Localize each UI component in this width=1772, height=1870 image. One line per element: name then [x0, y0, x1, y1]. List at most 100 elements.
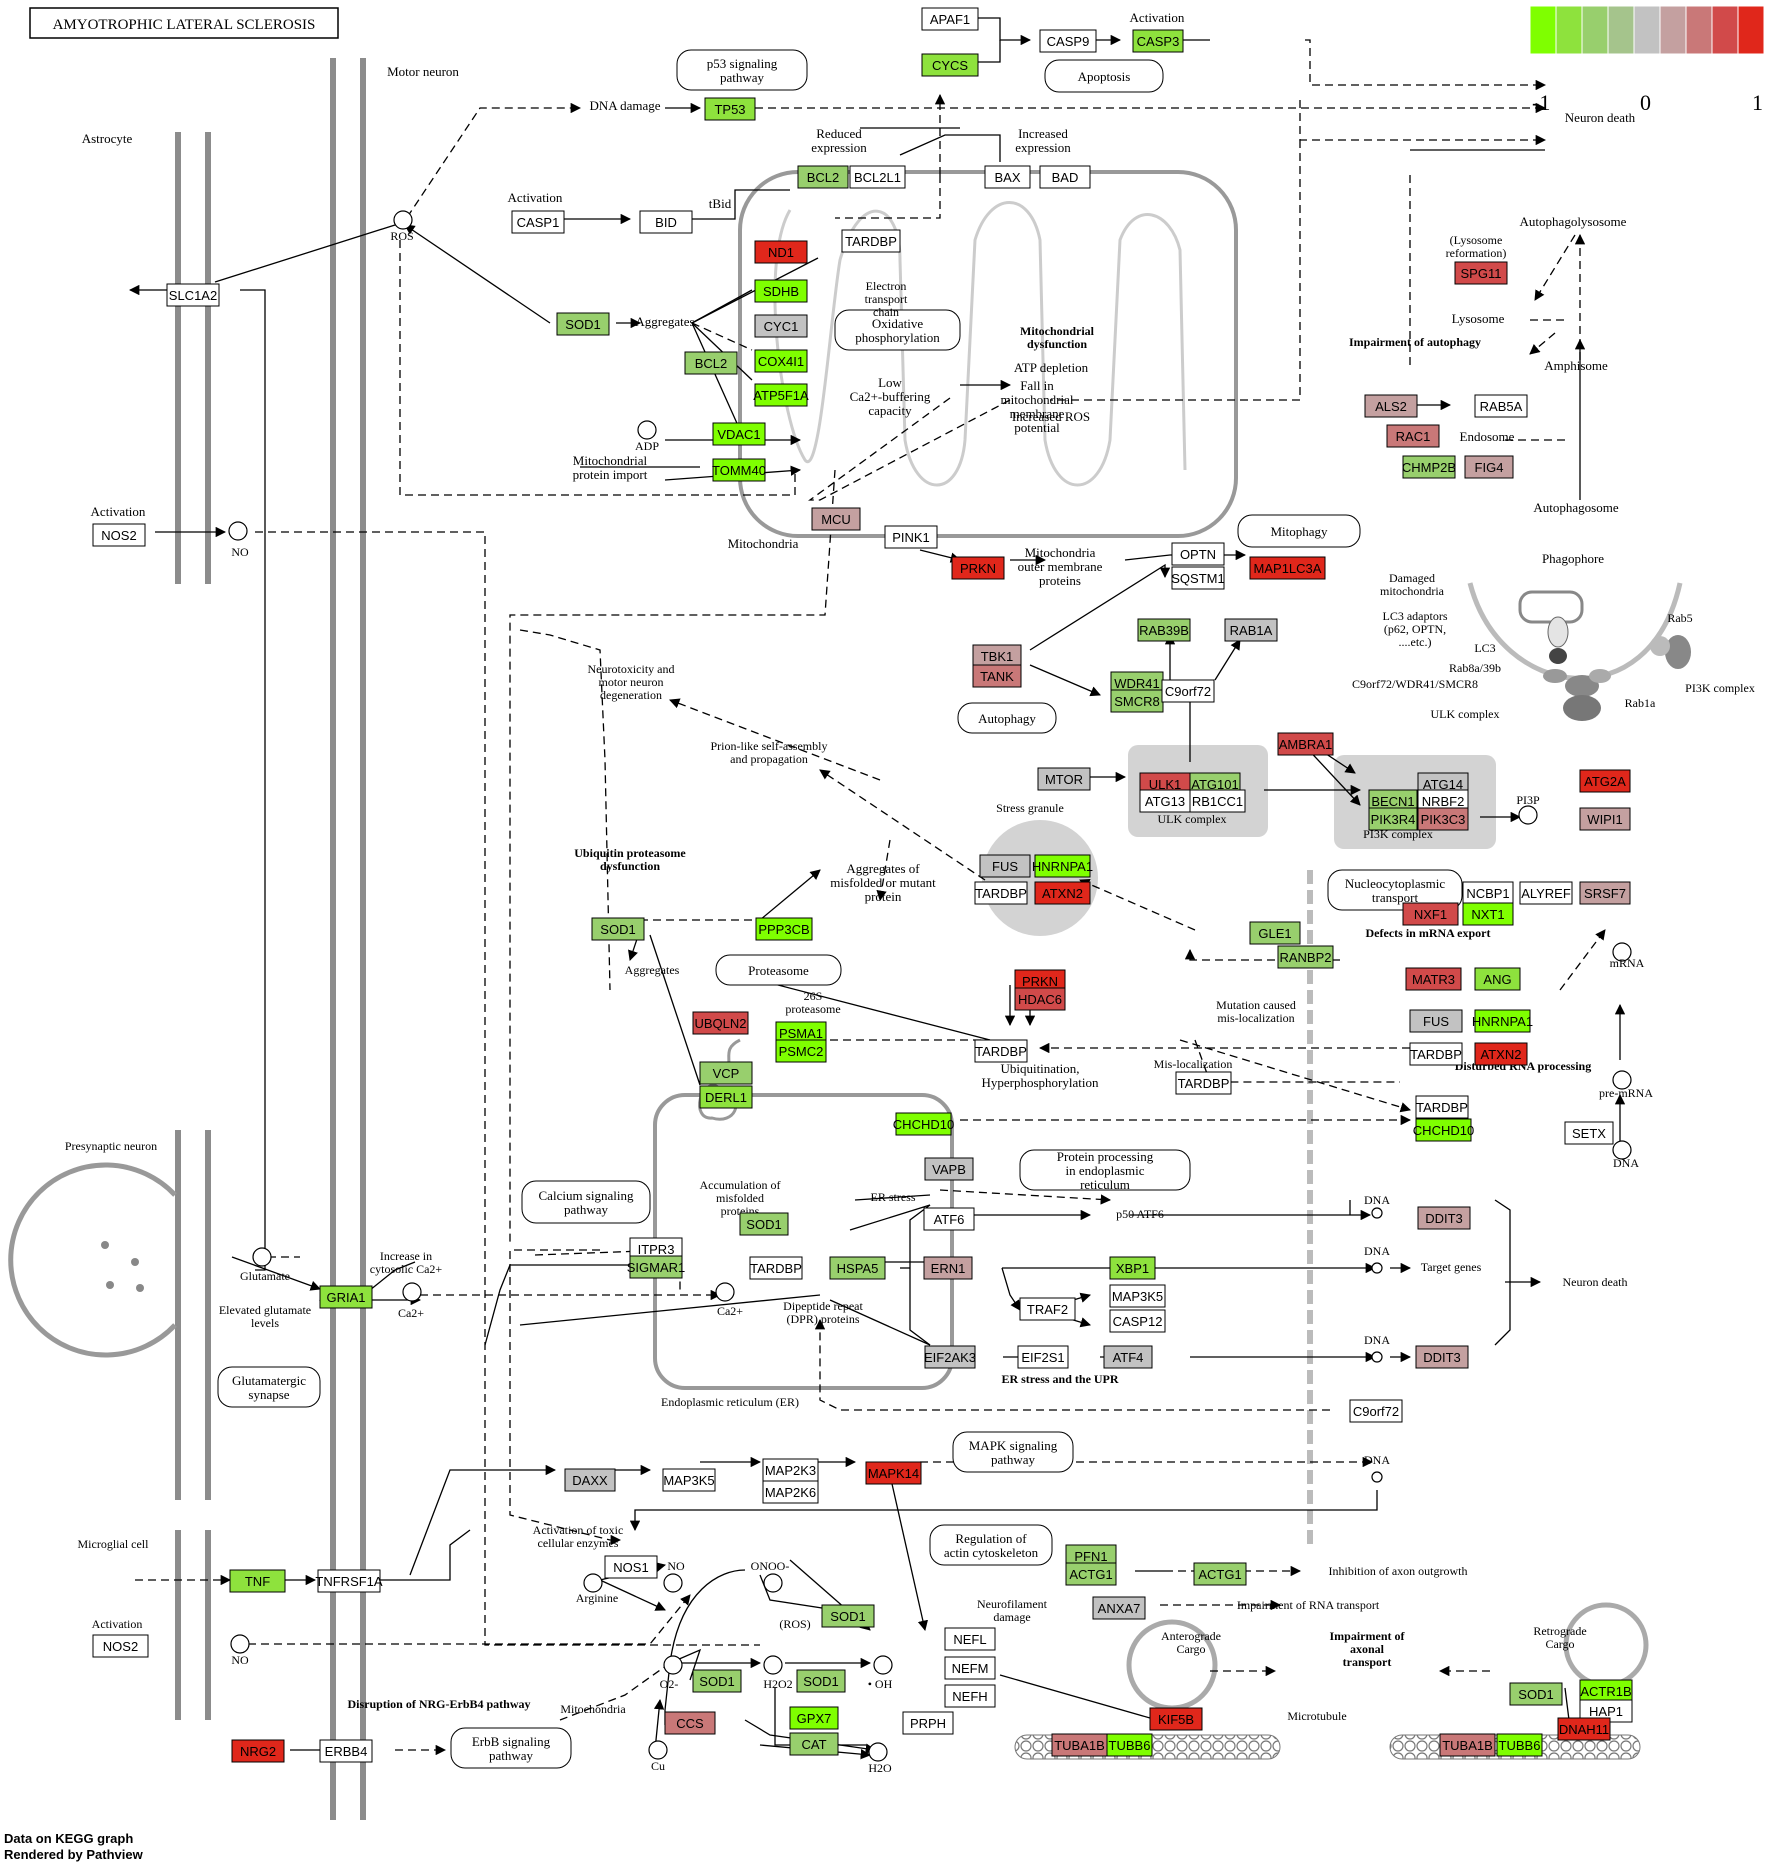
- gene-node-daxx[interactable]: DAXX: [564, 1468, 616, 1492]
- gene-node-actg1[interactable]: ACTG1: [1065, 1562, 1117, 1586]
- gene-node-nd1[interactable]: ND1: [754, 240, 808, 264]
- gene-node-hap1[interactable]: HAP1: [1579, 1699, 1633, 1723]
- gene-node-sqstm1[interactable]: SQSTM1: [1171, 566, 1225, 590]
- gene-node-bcl2[interactable]: BCL2: [797, 165, 849, 189]
- gene-node-chchd10[interactable]: CHCHD10: [893, 1112, 954, 1136]
- gene-node-map3k5[interactable]: MAP3K5: [662, 1468, 716, 1492]
- gene-node-rac1[interactable]: RAC1: [1386, 424, 1440, 448]
- gene-node-nrbf2[interactable]: NRBF2: [1417, 789, 1469, 813]
- gene-node-hdac6[interactable]: HDAC6: [1014, 987, 1066, 1011]
- gene-node-vcp[interactable]: VCP: [699, 1061, 753, 1085]
- gene-node-eif2ak3[interactable]: EIF2AK3: [924, 1345, 976, 1369]
- gene-node-nos2[interactable]: NOS2: [92, 1634, 149, 1658]
- gene-node-nefm[interactable]: NEFM: [944, 1656, 996, 1680]
- gene-node-bid[interactable]: BID: [639, 210, 693, 234]
- gene-node-sod1[interactable]: SOD1: [591, 917, 645, 941]
- gene-node-casp12[interactable]: CASP12: [1109, 1309, 1166, 1333]
- gene-node-psma1[interactable]: PSMA1: [775, 1021, 827, 1045]
- gene-node-tardbp[interactable]: TARDBP: [1175, 1071, 1232, 1095]
- gene-node-map2k3[interactable]: MAP2K3: [762, 1458, 819, 1482]
- gene-node-erbb4[interactable]: ERBB4: [319, 1739, 373, 1763]
- gene-node-tnfrsf1a[interactable]: TNFRSF1A: [315, 1569, 383, 1593]
- gene-node-ccs[interactable]: CCS: [664, 1711, 716, 1735]
- gene-node-casp1[interactable]: CASP1: [511, 210, 565, 234]
- gene-node-sigmar1[interactable]: SIGMAR1: [627, 1255, 686, 1279]
- gene-node-vdac1[interactable]: VDAC1: [712, 422, 766, 446]
- gene-node-atxn2[interactable]: ATXN2: [1034, 881, 1091, 905]
- gene-node-vapb[interactable]: VAPB: [924, 1157, 974, 1181]
- gene-node-actg1[interactable]: ACTG1: [1193, 1562, 1247, 1586]
- gene-node-gpx7[interactable]: GPX7: [789, 1706, 839, 1730]
- gene-node-anxa7[interactable]: ANXA7: [1092, 1596, 1146, 1620]
- gene-node-map1lc3a[interactable]: MAP1LC3A: [1249, 556, 1326, 580]
- gene-node-map2k6[interactable]: MAP2K6: [762, 1480, 819, 1504]
- gene-node-ppp3cb[interactable]: PPP3CB: [755, 917, 813, 941]
- gene-node-pik3r4[interactable]: PIK3R4: [1368, 807, 1418, 831]
- gene-node-tp53[interactable]: TP53: [704, 97, 756, 121]
- gene-node-prkn[interactable]: PRKN: [951, 556, 1005, 580]
- gene-node-nefh[interactable]: NEFH: [944, 1684, 996, 1708]
- gene-node-ranbp2[interactable]: RANBP2: [1277, 945, 1334, 969]
- gene-node-tbk1[interactable]: TBK1: [972, 644, 1022, 668]
- gene-node-c9orf72[interactable]: C9orf72: [1161, 679, 1215, 703]
- gene-node-nxf1[interactable]: NXF1: [1402, 902, 1459, 926]
- gene-node-cox4i1[interactable]: COX4I1: [754, 349, 808, 373]
- gene-node-slc1a2[interactable]: SLC1A2: [166, 283, 220, 307]
- gene-node-matr3[interactable]: MATR3: [1405, 967, 1462, 991]
- gene-node-actr1b[interactable]: ACTR1B: [1579, 1679, 1633, 1703]
- gene-node-becn1[interactable]: BECN1: [1368, 789, 1418, 813]
- gene-node-rab5a[interactable]: RAB5A: [1474, 394, 1528, 418]
- gene-node-sdhb[interactable]: SDHB: [754, 279, 808, 303]
- gene-node-ddit3[interactable]: DDIT3: [1415, 1345, 1469, 1369]
- pathway-link-mitophagy[interactable]: Mitophagy: [1237, 514, 1361, 548]
- gene-node-ubqln2[interactable]: UBQLN2: [692, 1011, 749, 1035]
- gene-node-ncbp1[interactable]: NCBP1: [1462, 881, 1514, 905]
- gene-node-atf4[interactable]: ATF4: [1103, 1345, 1153, 1369]
- gene-node-atg2a[interactable]: ATG2A: [1579, 769, 1631, 793]
- gene-node-hnrnpa1[interactable]: HNRNPA1: [1472, 1009, 1533, 1033]
- gene-node-sod1[interactable]: SOD1: [821, 1604, 875, 1628]
- gene-node-ang[interactable]: ANG: [1474, 967, 1521, 991]
- gene-node-pink1[interactable]: PINK1: [884, 525, 938, 549]
- gene-node-alyref[interactable]: ALYREF: [1519, 881, 1573, 905]
- gene-node-gle1[interactable]: GLE1: [1249, 921, 1301, 945]
- pathway-link-apoptosis[interactable]: Apoptosis: [1044, 59, 1164, 93]
- gene-node-tardbp[interactable]: TARDBP: [841, 229, 901, 253]
- gene-node-nefl[interactable]: NEFL: [944, 1627, 996, 1651]
- gene-node-atxn2[interactable]: ATXN2: [1474, 1042, 1528, 1066]
- gene-node-bcl2l1[interactable]: BCL2L1: [849, 165, 906, 189]
- gene-node-nxt1[interactable]: NXT1: [1462, 902, 1514, 926]
- gene-node-pfn1[interactable]: PFN1: [1065, 1544, 1117, 1568]
- gene-node-atf6[interactable]: ATF6: [923, 1207, 975, 1231]
- gene-node-casp9[interactable]: CASP9: [1039, 29, 1097, 53]
- gene-node-cyc1[interactable]: CYC1: [754, 314, 808, 338]
- gene-node-fig4[interactable]: FIG4: [1464, 455, 1514, 479]
- gene-node-apaf1[interactable]: APAF1: [921, 7, 979, 31]
- gene-node-tardbp[interactable]: TARDBP: [974, 1039, 1028, 1063]
- gene-node-tubb6[interactable]: TUBB6: [1106, 1733, 1153, 1757]
- gene-node-tank[interactable]: TANK: [972, 664, 1022, 688]
- gene-node-mcu[interactable]: MCU: [811, 507, 861, 531]
- gene-node-tardbp[interactable]: TARDBP: [749, 1256, 803, 1280]
- gene-node-setx[interactable]: SETX: [1564, 1121, 1614, 1145]
- gene-node-sod1[interactable]: SOD1: [556, 312, 610, 336]
- gene-node-wipi1[interactable]: WIPI1: [1579, 807, 1631, 831]
- gene-node-tubb6[interactable]: TUBB6: [1496, 1733, 1543, 1757]
- gene-node-tardbp[interactable]: TARDBP: [1409, 1042, 1463, 1066]
- gene-node-bax[interactable]: BAX: [984, 165, 1031, 189]
- gene-node-ern1[interactable]: ERN1: [923, 1256, 973, 1280]
- gene-node-rab1a[interactable]: RAB1A: [1224, 618, 1278, 642]
- gene-node-ambra1[interactable]: AMBRA1: [1277, 732, 1334, 756]
- gene-node-mtor[interactable]: MTOR: [1037, 767, 1091, 791]
- gene-node-fus[interactable]: FUS: [1409, 1009, 1463, 1033]
- gene-node-nos1[interactable]: NOS1: [604, 1555, 658, 1579]
- gene-node-rb1cc1[interactable]: RB1CC1: [1189, 789, 1246, 813]
- gene-node-optn[interactable]: OPTN: [1171, 542, 1225, 566]
- gene-node-fus[interactable]: FUS: [979, 854, 1031, 878]
